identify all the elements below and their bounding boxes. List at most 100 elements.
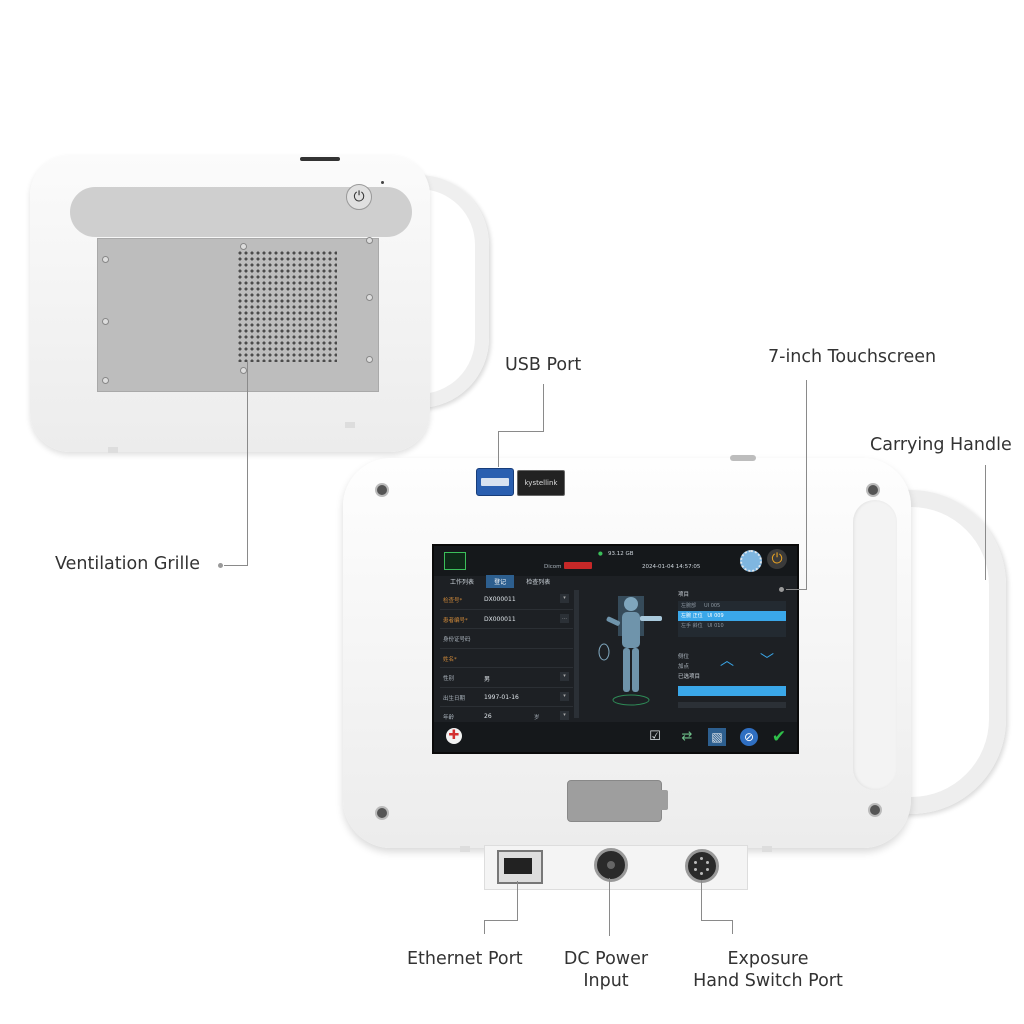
screen-bottom-bar: ✚ ☑ ⇄ ▧ ⊘ ✔ [434,722,797,752]
leader-line [543,384,544,432]
label-carrying-handle: Carrying Handle [870,435,1012,455]
screw-icon [868,803,882,817]
checklist-icon[interactable]: ☑ [649,729,661,744]
form-row: 检查号* DX000011 ▾ [440,590,573,610]
chevron-down-icon[interactable]: ﹀ [760,653,774,669]
leader-line [701,920,733,921]
screw-icon [102,318,109,325]
list-item[interactable]: 左腕部 UI 005 [681,603,721,609]
back-foot [345,422,355,428]
leader-line [498,431,499,467]
tab-register[interactable]: 登记 [486,575,515,588]
list-item[interactable]: 左腕 正位 UI 009 [678,611,786,621]
tab-worklist[interactable]: 工作列表 [450,579,475,586]
option-label[interactable]: 侧位 [678,654,690,660]
field-unit: 岁 [534,715,540,721]
leader-line [609,878,610,936]
field-value[interactable]: DX000011 [484,596,516,603]
leader-line [484,920,485,934]
handle-bezel [853,500,897,790]
field-label: 性别 [443,676,455,682]
indicator-light [381,181,384,184]
label-ethernet-port: Ethernet Port [407,949,523,969]
top-slot [300,157,340,161]
touchscreen[interactable]: Dicom ● 93.12 GB 2024-01-04 14:57:05 ⏻ 工… [432,544,799,754]
chevron-down-icon[interactable]: ▾ [560,672,569,681]
leader-line [517,881,518,921]
chevron-down-icon[interactable]: ▾ [560,691,569,701]
ethernet-port[interactable] [497,850,543,884]
chevron-up-icon[interactable]: ︿ [720,653,734,669]
screw-icon [240,367,247,374]
leader-line [224,565,248,566]
add-patient-icon[interactable]: ✚ [446,728,462,744]
label-hand-switch-line1: Exposure [727,949,809,969]
field-value[interactable]: DX000011 [484,615,516,623]
form-row: 性别 男 ▾ [440,668,573,688]
patient-form: 检查号* DX000011 ▾ 患者编号* DX000011 … 身份证号码 姓… [440,590,573,727]
screw-icon [366,294,373,301]
label-dc-power-line2: Input [583,971,629,991]
panel-title: 项目 [678,592,690,598]
protocol-list[interactable]: 左腕部 UI 005 左腕 正位 UI 009 左手 斜位 UI 010 [678,601,786,637]
form-row: 身份证号码 [440,629,573,649]
field-value[interactable]: 男 [484,676,491,683]
horizontal-scrollbar[interactable] [678,702,786,708]
label-hand-switch-line2: Hand Switch Port [693,971,843,991]
back-foot [108,447,118,453]
transfer-icon[interactable]: ⇄ [681,729,693,744]
tab-exam-list[interactable]: 检查列表 [526,579,551,586]
screen-tabs: 工作列表 登记 检查列表 [442,575,560,588]
dc-power-port[interactable] [594,848,628,882]
field-label: 年龄 [443,715,455,721]
chevron-down-icon[interactable]: ▾ [560,594,569,603]
form-row: 姓名* [440,649,573,668]
leader-line [701,880,702,920]
screw-icon [375,483,389,497]
gear-icon[interactable] [740,550,762,572]
usb-port[interactable]: kystellink [517,470,565,496]
more-icon[interactable]: … [560,613,569,623]
screw-icon [102,256,109,263]
image-icon[interactable]: ▧ [708,728,726,746]
body-figure-icon[interactable] [596,590,676,720]
hand-switch-port[interactable] [685,849,719,883]
field-value[interactable]: 1997-01-16 [484,693,519,701]
usb-drive-label: kystellink [524,479,558,487]
chevron-down-icon[interactable]: ▾ [560,711,569,720]
field-label: 检查号* [443,598,463,604]
screw-icon [866,483,880,497]
screw-icon [375,806,389,820]
leader-line [786,589,807,590]
leader-line [484,920,518,921]
selected-item-bar[interactable] [678,686,786,696]
battery-icon [567,780,662,822]
leader-line [498,431,544,432]
field-label: 身份证号码 [443,637,471,643]
leader-line [247,362,248,566]
field-label: 出生日期 [443,695,466,702]
list-item[interactable]: 左手 斜位 UI 010 [681,623,724,629]
leader-dot [218,563,223,568]
form-row: 出生日期 1997-01-16 ▾ [440,688,573,707]
confirm-check-icon[interactable]: ✔ [771,727,787,747]
screen-status-bar: Dicom ● 93.12 GB 2024-01-04 14:57:05 ⏻ [434,546,797,576]
form-scrollbar[interactable] [574,590,579,718]
screw-icon [102,377,109,384]
power-icon[interactable]: ⏻ [767,549,787,569]
label-dc-power: DC Power Input [556,948,656,992]
field-value[interactable]: 26 [484,713,492,720]
option-label[interactable]: 加点 [678,664,690,670]
cancel-icon[interactable]: ⊘ [740,728,758,746]
status-badge [564,562,592,569]
field-label: 患者编号* [443,617,468,624]
power-icon[interactable]: ⏻ [346,184,372,210]
battery-tip [660,790,668,810]
storage-value: 93.12 GB [608,551,634,557]
leader-line [806,380,807,590]
screw-icon [240,243,247,250]
leader-dot [779,587,784,592]
screw-icon [366,356,373,363]
storage-icon: ● [598,551,603,557]
monitor-icon[interactable] [444,552,466,570]
